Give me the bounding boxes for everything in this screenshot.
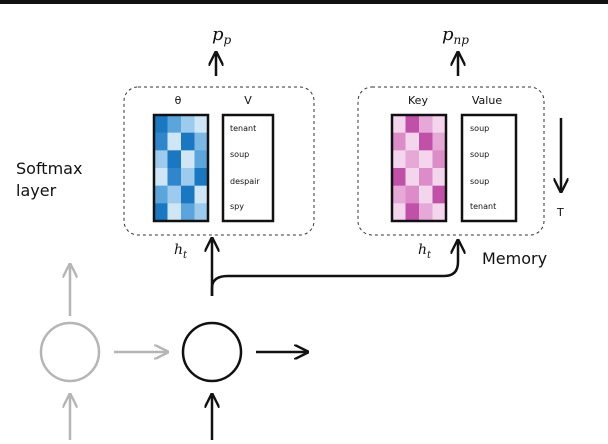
matrix-cell — [432, 132, 447, 151]
previous-rnn-cell — [39, 321, 101, 383]
matrix-cell — [405, 185, 420, 204]
softmax-dashed-box — [123, 86, 315, 236]
matrix-cell — [154, 185, 168, 204]
matrix-cell — [419, 168, 433, 186]
matrix-cell — [419, 132, 433, 151]
vocab-word: spy — [230, 202, 244, 211]
theta-label: θ — [175, 94, 182, 107]
matrix-cell — [392, 168, 406, 186]
matrix-cell — [419, 150, 433, 169]
matrix-cell — [432, 185, 447, 204]
memory-dashed-box — [357, 86, 545, 236]
matrix-cell — [392, 185, 406, 204]
vocab-list-box — [221, 113, 275, 223]
matrix-cell — [405, 203, 420, 222]
vocab-word: soup — [230, 150, 249, 159]
vocab-word: despair — [230, 177, 260, 186]
matrix-cell — [167, 150, 182, 169]
current-rnn-cell — [181, 321, 243, 383]
memory-label: Memory — [482, 249, 547, 268]
hidden-state-label-left: ht — [174, 242, 188, 261]
matrix-cell — [167, 132, 182, 151]
matrix-cell — [154, 115, 168, 133]
matrix-cell — [181, 150, 195, 169]
matrix-cell — [181, 115, 195, 133]
matrix-cell — [194, 115, 209, 133]
matrix-cell — [167, 115, 182, 133]
vocab-label: V — [244, 94, 252, 107]
matrix-cell — [181, 132, 195, 151]
matrix-cell — [154, 132, 168, 151]
matrix-cell — [167, 185, 182, 204]
output-label-pp: pp — [212, 24, 232, 47]
matrix-cell — [419, 185, 433, 204]
matrix-cell — [432, 203, 447, 222]
softmax-label-line1: Softmax — [16, 159, 82, 178]
matrix-cell — [392, 150, 406, 169]
matrix-cell — [392, 203, 406, 222]
matrix-cell — [181, 185, 195, 204]
matrix-cell — [194, 150, 209, 169]
matrix-cell — [432, 168, 447, 186]
matrix-cell — [419, 115, 433, 133]
value-word: soup — [470, 124, 489, 133]
matrix-cell — [181, 168, 195, 186]
value-word: soup — [470, 177, 489, 186]
matrix-cell — [167, 168, 182, 186]
hidden-state-label-right: ht — [418, 242, 432, 261]
softmax-block: θ V tenant soup despair spy — [123, 86, 315, 236]
output-label-pnp: pnp — [442, 24, 469, 47]
matrix-cell — [432, 115, 447, 133]
matrix-cell — [154, 150, 168, 169]
matrix-cell — [392, 132, 406, 151]
matrix-cell — [405, 150, 420, 169]
matrix-cell — [405, 132, 420, 151]
matrix-cell — [194, 132, 209, 151]
theta-matrix — [154, 115, 209, 222]
matrix-cell — [194, 168, 209, 186]
matrix-cell — [194, 185, 209, 204]
softmax-label-line2: layer — [16, 181, 57, 200]
theta-matrix-frame — [152, 113, 210, 223]
memory-block: Key Value soup soup soup tenant — [357, 86, 545, 236]
key-label: Key — [408, 94, 428, 107]
vocab-word: tenant — [230, 124, 256, 133]
matrix-cell — [392, 115, 406, 133]
matrix-cell — [167, 203, 182, 222]
top-border-bar — [0, 0, 608, 4]
arrow-to-memory — [210, 242, 458, 296]
key-matrix-frame — [390, 113, 448, 223]
matrix-cell — [154, 168, 168, 186]
value-list-box — [460, 113, 518, 223]
matrix-cell — [432, 150, 447, 169]
time-label: T — [556, 206, 564, 219]
matrix-cell — [419, 203, 433, 222]
matrix-cell — [194, 203, 209, 222]
matrix-cell — [405, 168, 420, 186]
matrix-cell — [405, 115, 420, 133]
value-label: Value — [472, 94, 502, 107]
value-word: soup — [470, 150, 489, 159]
matrix-cell — [154, 203, 168, 222]
key-matrix — [392, 115, 447, 222]
value-word: tenant — [470, 202, 496, 211]
matrix-cell — [181, 203, 195, 222]
